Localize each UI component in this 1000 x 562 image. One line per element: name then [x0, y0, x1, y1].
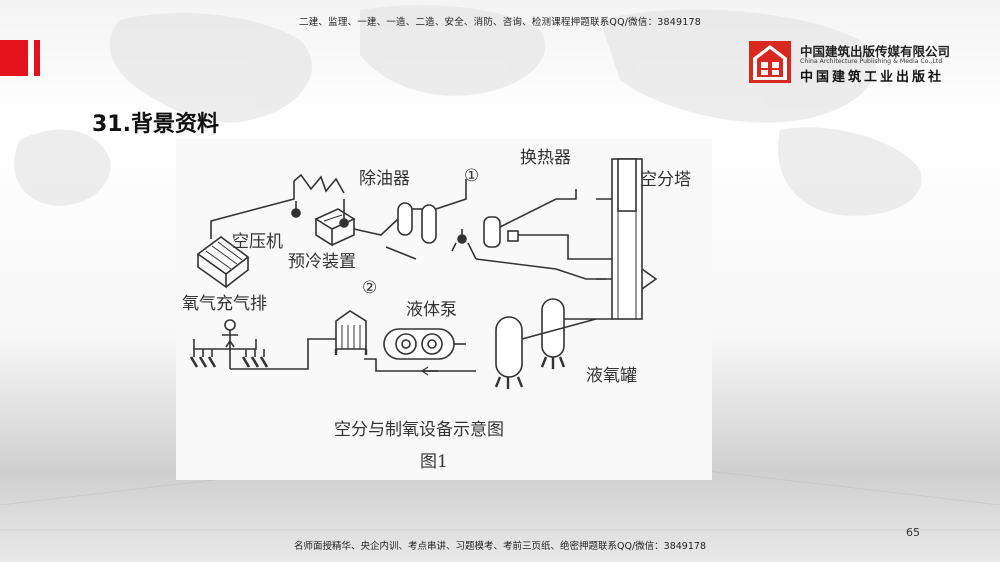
air-compressor — [196, 236, 250, 289]
publisher-emblem-icon — [749, 41, 791, 83]
page-number: 65 — [906, 526, 920, 539]
air-separation-tower — [596, 158, 658, 320]
label-air-compressor: 空压机 — [232, 232, 283, 252]
bottom-banner: 名师面授精华、央企内训、考点串讲、习题模考、考前三页纸、绝密押题联系QQ/微信：… — [294, 541, 706, 552]
top-banner: 二建、监理、一建、一造、二造、安全、消防、咨询、检测课程押题联系QQ/微信：38… — [299, 17, 701, 28]
publisher-name-script: 中国建筑工业出版社 — [800, 70, 945, 85]
label-heat-exchanger: 换热器 — [520, 148, 571, 168]
label-oil-remover: 除油器 — [359, 169, 410, 189]
label-marker-1: ① — [464, 166, 479, 186]
slide-title: 31.背景资料 — [92, 112, 219, 137]
figure-number: 图1 — [420, 452, 448, 472]
publisher-name-en: China Architecture Publishing & Media Co… — [800, 58, 943, 65]
publisher-name-cn: 中国建筑出版传媒有限公司 — [800, 44, 951, 59]
red-accent-mark — [0, 40, 40, 76]
label-oxygen-filling-rack: 氧气充气排 — [182, 294, 267, 314]
air-separation-diagram: 除油器 ① 换热器 空分塔 空压机 预冷装置 氧气充气排 ② 液体泵 液氧罐 空… — [182, 148, 691, 472]
publisher-logo: 中国建筑出版传媒有限公司 China Architecture Publishi… — [748, 40, 958, 85]
oxygen-filling-rack — [189, 319, 309, 370]
precooling-unit — [314, 208, 356, 247]
label-liquid-pump: 液体泵 — [406, 300, 457, 320]
liquid-oxygen-tanks — [494, 298, 566, 389]
figure-caption: 空分与制氧设备示意图 — [334, 420, 504, 440]
liquid-pump — [383, 328, 466, 360]
label-marker-2: ② — [362, 278, 377, 298]
label-precooling-unit: 预冷装置 — [288, 252, 356, 272]
label-air-separation-tower: 空分塔 — [640, 170, 691, 190]
label-liquid-oxygen-tank: 液氧罐 — [586, 366, 637, 386]
oil-remover — [397, 202, 437, 244]
equipment-figure: 除油器 ① 换热器 空分塔 空压机 预冷装置 氧气充气排 ② 液体泵 液氧罐 空… — [176, 139, 712, 480]
heat-exchanger — [483, 216, 519, 248]
vaporizer — [334, 310, 368, 355]
